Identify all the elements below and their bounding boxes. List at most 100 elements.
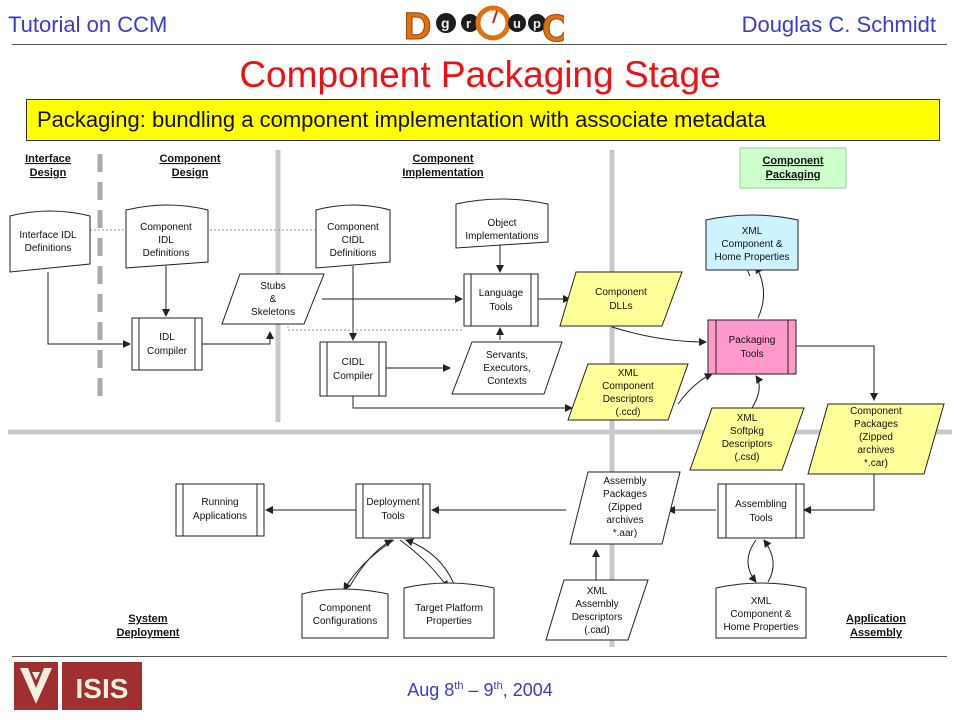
svg-text:IDL: IDL <box>159 332 175 343</box>
svg-text:Component &: Component & <box>730 609 791 620</box>
edge-assembling-to-props <box>747 539 757 583</box>
svg-text:Component &: Component & <box>721 239 782 250</box>
node-component-configs <box>301 588 389 639</box>
logo-letter-u: u <box>513 16 521 31</box>
definition-banner: Packaging: bundling a component implemen… <box>26 99 940 141</box>
logo-letter-c: C <box>542 8 564 45</box>
edge-interface-idl-compiler <box>47 272 131 348</box>
svg-text:XML: XML <box>737 413 758 424</box>
svg-text:Packaging: Packaging <box>729 335 776 346</box>
node-target-platform <box>403 582 495 639</box>
svg-text:Implementation: Implementation <box>402 167 484 179</box>
svg-text:Contexts: Contexts <box>487 376 526 387</box>
svg-text:(.ccd): (.ccd) <box>616 407 641 418</box>
node-component-dlls <box>559 271 683 327</box>
stage-label-component-implementation: Component Implementation <box>402 153 484 179</box>
node-xml-cad <box>545 579 649 641</box>
svg-text:DLLs: DLLs <box>609 301 632 312</box>
svg-text:XML: XML <box>587 586 608 597</box>
node-packaging-tools <box>707 319 797 375</box>
isis-logo-text: ISIS <box>76 673 129 704</box>
label-interface-idl: Interface IDL Definitions <box>19 230 77 254</box>
stage-label-component-design: Component Design <box>159 153 220 179</box>
edge-cidl-compiler-ccd <box>352 396 573 412</box>
svg-text:Deployment: Deployment <box>117 627 180 639</box>
svg-text:Compiler: Compiler <box>147 346 188 357</box>
edge-configs-to-deploy <box>349 539 393 587</box>
logo-letter-p: p <box>533 16 541 31</box>
node-idl-compiler <box>131 317 203 371</box>
node-xml-ccd <box>567 363 689 421</box>
svg-text:Component: Component <box>319 603 371 614</box>
footer-date: Aug 8th – 9th, 2004 <box>407 680 553 700</box>
node-object-impl <box>455 198 549 249</box>
logo-letter-d: D <box>404 6 431 45</box>
svg-text:Softpkg: Softpkg <box>730 426 764 437</box>
svg-text:Packaging: Packaging <box>765 169 820 181</box>
svg-text:Tools: Tools <box>381 511 404 522</box>
node-running-apps <box>175 483 265 537</box>
svg-text:Application: Application <box>846 613 906 625</box>
svg-text:Descriptors: Descriptors <box>722 439 773 450</box>
node-component-idl <box>125 204 209 269</box>
svg-text:Deployment: Deployment <box>366 497 420 508</box>
svg-text:Component: Component <box>595 287 647 298</box>
stage-label-application-assembly: Application Assembly <box>846 613 906 639</box>
edge-language-stubs-dotted <box>287 326 462 331</box>
stage-label-interface-design: Interface Design <box>25 153 71 179</box>
svg-text:Packages: Packages <box>603 489 647 500</box>
svg-text:Definitions: Definitions <box>25 243 72 254</box>
edge-deploy-to-target <box>399 539 449 589</box>
svg-text:Component: Component <box>762 155 823 167</box>
svg-text:Interface IDL: Interface IDL <box>19 230 77 241</box>
svg-text:Home Properties: Home Properties <box>723 622 798 633</box>
svg-text:Target Platform: Target Platform <box>415 603 483 614</box>
node-cidl-compiler <box>319 341 387 397</box>
isis-logo: ISIS <box>62 662 142 710</box>
edge-deploy-to-configs <box>343 539 395 591</box>
doc-group-logo: D g r u p C <box>404 5 564 45</box>
node-language-tools <box>463 273 539 327</box>
node-assembly-packages <box>569 471 681 545</box>
svg-text:Tools: Tools <box>489 302 512 313</box>
svg-text:IDL: IDL <box>158 235 174 246</box>
svg-text:Assembling: Assembling <box>735 499 787 510</box>
header-divider <box>12 44 947 45</box>
svg-text:Design: Design <box>172 167 209 179</box>
edge-idl-compiler-stubs <box>202 331 274 345</box>
node-xml-csd <box>689 407 805 471</box>
svg-text:Component: Component <box>159 153 220 165</box>
node-servants <box>451 341 563 395</box>
svg-text:Object: Object <box>488 218 517 229</box>
stage-label-component-packaging: Component Packaging <box>739 147 847 189</box>
edge-csd-packaging <box>751 375 764 409</box>
svg-text:Component: Component <box>412 153 473 165</box>
svg-text:Descriptors: Descriptors <box>572 612 623 623</box>
svg-text:Servants,: Servants, <box>486 350 528 361</box>
node-component-cidl <box>315 204 391 269</box>
svg-text:Component: Component <box>327 222 379 233</box>
node-component-packages <box>807 403 945 475</box>
svg-text:Component: Component <box>602 381 654 392</box>
svg-text:System: System <box>128 613 167 625</box>
svg-text:Applications: Applications <box>193 511 247 522</box>
svg-text:XML: XML <box>618 368 639 379</box>
svg-text:Running: Running <box>201 497 238 508</box>
edge-packaging-packages <box>796 345 878 401</box>
svg-text:*.car): *.car) <box>864 458 888 469</box>
svg-text:Executors,: Executors, <box>483 363 530 374</box>
